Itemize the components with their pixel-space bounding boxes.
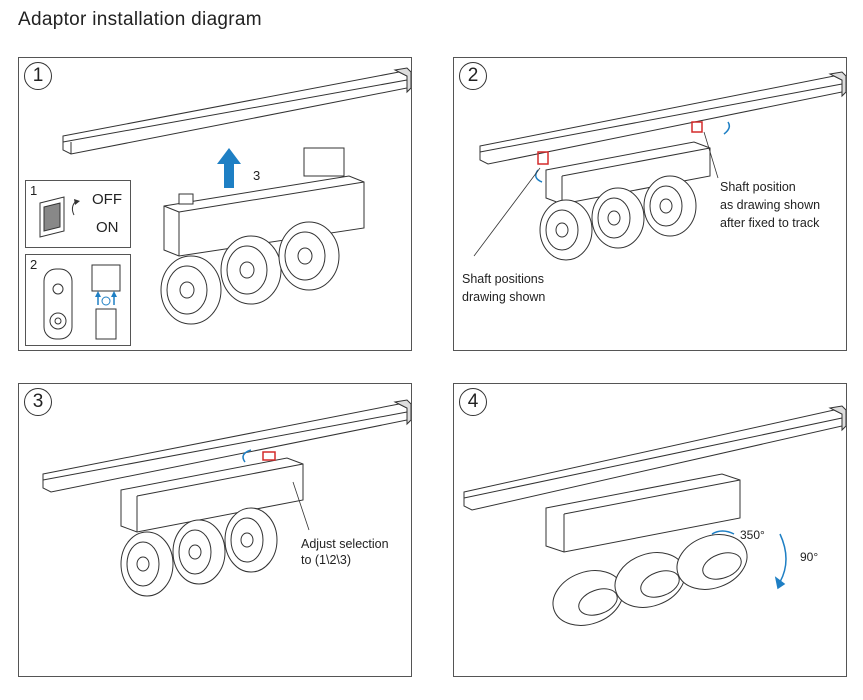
step-2-panel: 2 Shaft position as drawing shown after … bbox=[453, 57, 847, 351]
note-line: Shaft positions bbox=[462, 272, 544, 286]
fixture-body bbox=[120, 457, 304, 533]
step-4-illustration bbox=[463, 405, 846, 626]
step-1-panel: 1 3 1 OFF ON 2 bbox=[18, 57, 412, 351]
track-rail bbox=[62, 67, 411, 155]
rotate-arrow bbox=[242, 449, 252, 463]
on-label: ON bbox=[96, 219, 119, 236]
track-rail bbox=[463, 405, 846, 511]
rotate-degree-label: 350° bbox=[740, 528, 765, 542]
switch-inset-label: 1 bbox=[30, 183, 38, 198]
page-title: Adaptor installation diagram bbox=[18, 9, 262, 30]
step-2-illustration bbox=[473, 71, 846, 261]
step-1-illustration bbox=[62, 67, 411, 325]
step-number-badge: 3 bbox=[24, 388, 52, 416]
adaptor-icon bbox=[43, 264, 121, 340]
step-3-panel: 3 Adjust selection to (1\2\3) bbox=[18, 383, 412, 677]
lamp-heads bbox=[552, 534, 748, 626]
note-line: as drawing shown bbox=[720, 198, 821, 212]
lamp-heads bbox=[539, 175, 697, 261]
fixture-body bbox=[545, 473, 741, 553]
switch-inset: 1 OFF ON bbox=[25, 180, 131, 248]
step-number-badge: 4 bbox=[459, 388, 487, 416]
off-label: OFF bbox=[92, 191, 122, 208]
switch-icon bbox=[39, 196, 80, 238]
lift-arrow bbox=[217, 148, 241, 188]
note-line: Adjust selection bbox=[301, 537, 389, 551]
note-line: to (1\2\3) bbox=[301, 553, 352, 567]
note-line: Shaft position bbox=[720, 180, 796, 194]
note-line: after fixed to track bbox=[720, 216, 820, 230]
lamp-heads bbox=[160, 221, 340, 325]
note-line: drawing shown bbox=[462, 290, 546, 304]
shaft-positions-note: Shaft positions drawing shown bbox=[462, 270, 545, 306]
leader-lines bbox=[473, 131, 719, 257]
adjust-selection-note: Adjust selection to (1\2\3) bbox=[301, 536, 389, 568]
step-number-badge: 2 bbox=[459, 62, 487, 90]
lamp-heads bbox=[120, 507, 278, 597]
adaptor-inset-label: 2 bbox=[30, 257, 38, 272]
selector-highlight bbox=[262, 451, 276, 461]
leader-line bbox=[292, 481, 310, 531]
step-4-panel: 4 350° 90° bbox=[453, 383, 847, 677]
adaptor-inset: 2 bbox=[25, 254, 131, 346]
fixture-body bbox=[545, 141, 711, 205]
tilt-degree-label: 90° bbox=[800, 550, 819, 564]
step-3-illustration bbox=[42, 399, 411, 597]
track-rail bbox=[42, 399, 411, 493]
shaft-fixed-note: Shaft position as drawing shown after fi… bbox=[720, 178, 820, 232]
lift-step-label: 3 bbox=[253, 168, 261, 183]
fixture-body bbox=[163, 147, 365, 257]
rotate-arrows bbox=[711, 530, 787, 590]
step-number-badge: 1 bbox=[24, 62, 52, 90]
shaft-highlight bbox=[537, 121, 703, 165]
track-rail bbox=[479, 71, 846, 165]
